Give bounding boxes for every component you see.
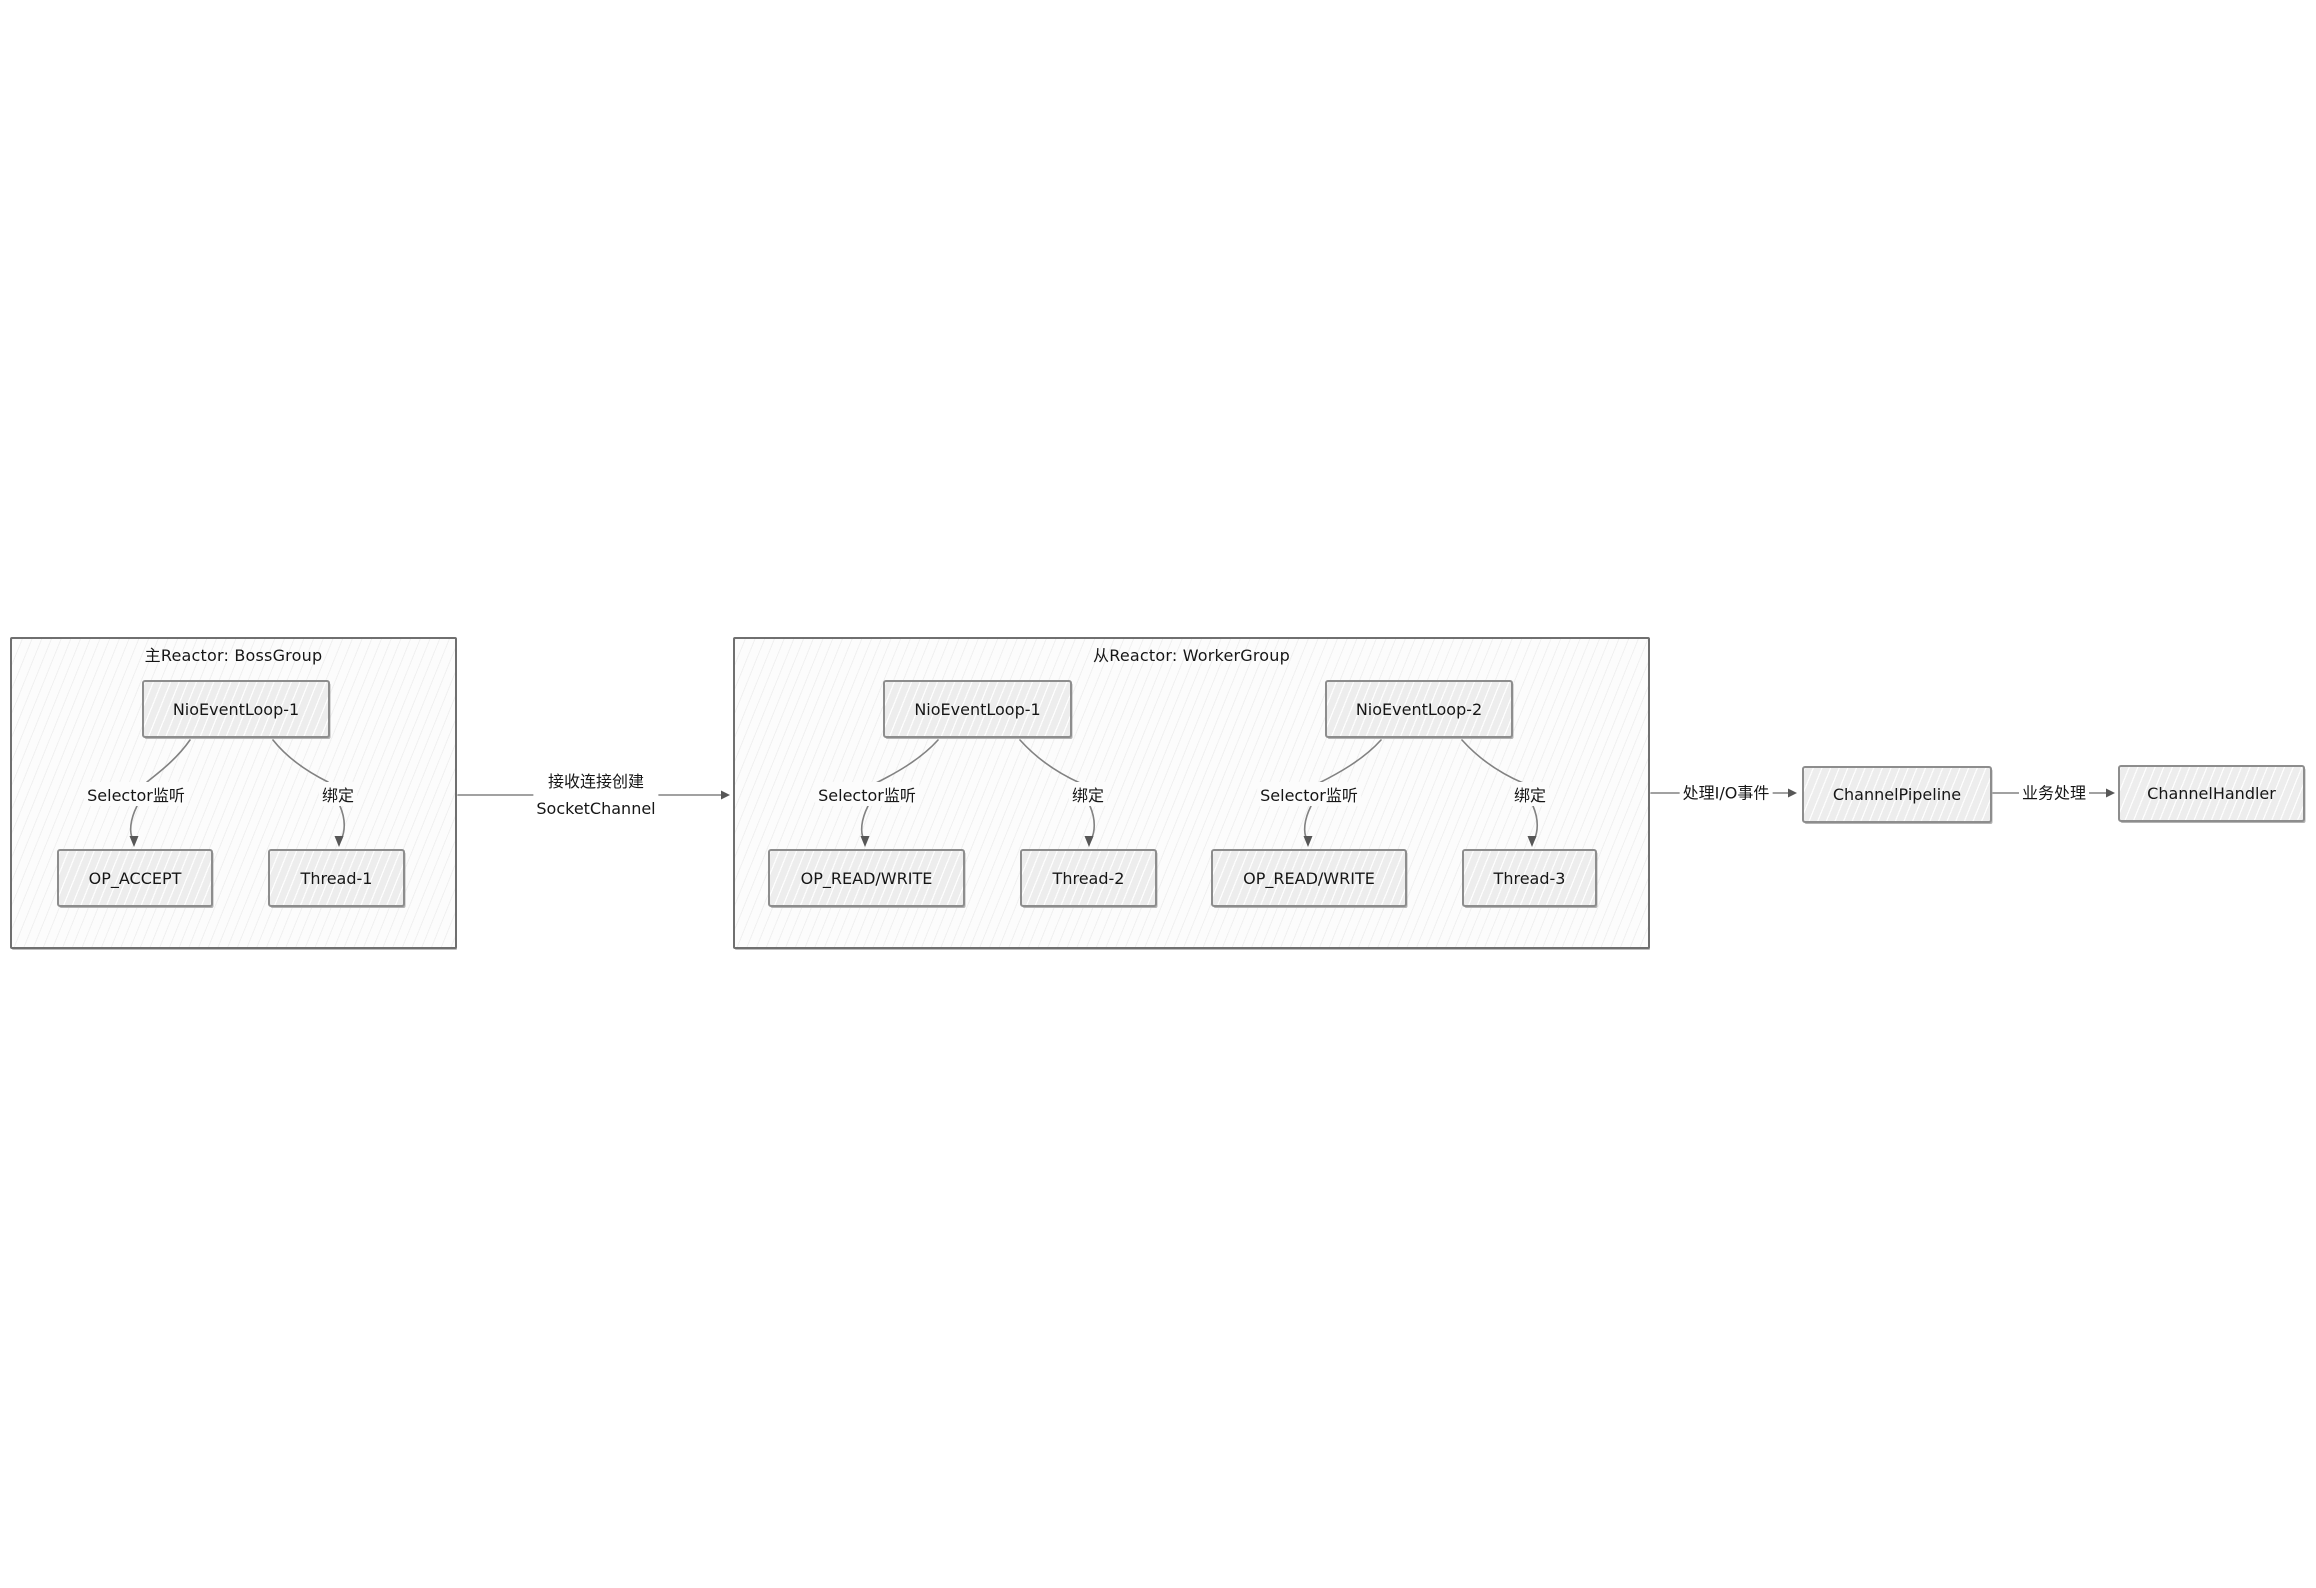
node-op-read-write-2: OP_READ/WRITE bbox=[1211, 849, 1407, 907]
edge-label-line: SocketChannel bbox=[536, 799, 656, 818]
node-op-accept: OP_ACCEPT bbox=[57, 849, 213, 907]
node-label: Thread-1 bbox=[300, 868, 373, 888]
node-thread-3: Thread-3 bbox=[1462, 849, 1597, 907]
node-nioeventloop-worker-2: NioEventLoop-2 bbox=[1325, 680, 1513, 738]
edge-label-io-events: 处理I/O事件 bbox=[1679, 779, 1773, 807]
node-label: OP_ACCEPT bbox=[88, 868, 182, 888]
arrowhead-worker-to-pipeline bbox=[1788, 788, 1797, 798]
node-nioeventloop-worker-1: NioEventLoop-1 bbox=[883, 680, 1072, 738]
edge-label-selector-worker-2: Selector监听 bbox=[1257, 782, 1361, 806]
edge-w2-bind-lower bbox=[1532, 805, 1539, 841]
boss-group-title: 主Reactor: BossGroup bbox=[144, 646, 323, 665]
edge-boss-bind-lower bbox=[339, 805, 346, 841]
edge-label-bind-worker-2: 绑定 bbox=[1510, 782, 1550, 806]
node-label: NioEventLoop-1 bbox=[914, 699, 1041, 719]
edge-label-line: 接收连接创建 bbox=[547, 772, 644, 791]
node-label: NioEventLoop-1 bbox=[172, 699, 300, 719]
node-channelhandler: ChannelHandler bbox=[2118, 765, 2305, 822]
edge-w2-bind-upper bbox=[1461, 739, 1524, 784]
edge-label-bind-boss: 绑定 bbox=[318, 782, 358, 806]
node-thread-2: Thread-2 bbox=[1020, 849, 1157, 907]
edge-w2-selector-lower bbox=[1303, 805, 1312, 841]
edge-w2-selector-upper bbox=[1318, 739, 1382, 784]
arrowhead-boss-to-worker bbox=[721, 790, 730, 800]
node-label: Thread-3 bbox=[1493, 868, 1566, 888]
node-channelpipeline: ChannelPipeline bbox=[1802, 766, 1992, 823]
edge-w1-selector-upper bbox=[875, 739, 939, 784]
node-label: ChannelHandler bbox=[2147, 784, 2276, 803]
arrowhead-pipeline-to-handler bbox=[2106, 788, 2115, 798]
edge-label-socketchannel: 接收连接创建 SocketChannel bbox=[533, 768, 659, 822]
edge-label-bind-worker-1: 绑定 bbox=[1068, 782, 1108, 806]
edge-boss-selector-upper bbox=[146, 739, 191, 783]
node-thread-1: Thread-1 bbox=[268, 849, 405, 907]
worker-group-title: 从Reactor: WorkerGroup bbox=[1093, 646, 1290, 665]
arrowhead-w1-selector bbox=[860, 836, 870, 847]
arrowhead-w2-selector bbox=[1303, 836, 1313, 847]
node-label: ChannelPipeline bbox=[1832, 785, 1962, 804]
node-label: Thread-2 bbox=[1052, 868, 1125, 888]
arrowhead-boss-bind bbox=[334, 836, 344, 847]
node-label: NioEventLoop-2 bbox=[1355, 699, 1483, 719]
node-op-read-write-1: OP_READ/WRITE bbox=[768, 849, 965, 907]
node-label: OP_READ/WRITE bbox=[800, 868, 933, 888]
arrowhead-w1-bind bbox=[1084, 836, 1094, 847]
edge-label-selector-boss: Selector监听 bbox=[84, 782, 188, 806]
node-nioeventloop-boss: NioEventLoop-1 bbox=[142, 680, 330, 738]
arrowhead-w2-bind bbox=[1527, 836, 1537, 847]
node-label: OP_READ/WRITE bbox=[1243, 868, 1375, 888]
arrowhead-boss-selector bbox=[129, 836, 139, 847]
edge-w1-selector-lower bbox=[860, 805, 869, 841]
edge-label-business: 业务处理 bbox=[2018, 779, 2090, 807]
edge-boss-selector-lower bbox=[129, 805, 138, 841]
edge-boss-bind-upper bbox=[272, 739, 329, 783]
edge-w1-bind-lower bbox=[1089, 805, 1096, 841]
edge-label-selector-worker-1: Selector监听 bbox=[815, 782, 919, 806]
edge-w1-bind-upper bbox=[1019, 739, 1081, 784]
